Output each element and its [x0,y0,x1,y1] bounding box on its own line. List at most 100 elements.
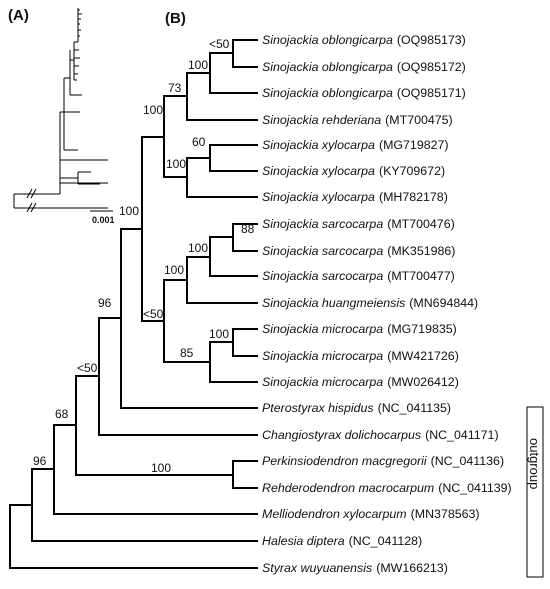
taxon-label: Sinojackia xylocarpa (MH782178) [262,190,448,204]
outgroup-box [526,406,544,578]
accession: (MT700477) [387,269,455,283]
support-values: <50 100 73 100 60 100 100 88 100 100 <50… [33,37,255,475]
accession: (NC_041128) [349,534,422,548]
taxon-name: Pterostyrax hispidus [262,401,374,415]
accession: (MT700476) [387,217,455,231]
taxon-label: Sinojackia oblongicarpa (OQ985172) [262,60,466,74]
support-value: 100 [143,103,163,117]
taxon-name: Sinojackia microcarpa [262,322,383,336]
support-value: 85 [180,346,194,360]
taxon-name: Sinojackia huangmeiensis [262,296,405,310]
accession: (MH782178) [379,190,448,204]
taxon-label: Pterostyrax hispidus (NC_041135) [262,401,451,415]
support-value: 68 [55,407,69,421]
taxon-label: Styrax wuyuanensis(MW166213) [262,561,448,575]
node-rehderiana [186,72,258,121]
accession: (MT700475) [385,113,453,127]
accession: (MG719827) [379,138,449,152]
taxon-name: Halesia diptera [262,534,345,548]
break-mark [26,202,33,213]
support-value: <50 [143,307,164,321]
accession: (NC_041139) [438,481,511,495]
taxon-label: Rehderodendron macrocarpum (NC_041139) [262,481,512,495]
node-xylocarpa [186,157,258,198]
taxon-name: Styrax wuyuanensis [262,561,372,575]
taxon-label: Changiostyrax dolichocarpus (NC_041171) [262,428,499,442]
accession: (MW421726) [387,349,459,363]
taxon-label: Sinojackia oblongicarpa (OQ985171) [262,86,466,100]
taxon-name: Melliodendron xylocarpum [262,507,407,521]
break-mark [30,202,37,213]
support-value: 100 [188,241,208,255]
support-value: 88 [241,222,255,236]
scale-bar-label: 0.001 [92,215,115,225]
support-value: <50 [77,361,98,375]
panel-a-phylogram: 0.001 [13,8,115,225]
accession: (NC_041135) [378,401,451,415]
support-value: 100 [166,157,186,171]
taxon-label: Sinojackia rehderiana (MT700475) [262,113,453,127]
taxon-name: Sinojackia oblongicarpa [262,86,393,100]
accession: (KY709672) [379,164,445,178]
taxon-labels: Sinojackia oblongicarpa (OQ985173) Sinoja… [262,33,512,575]
accession: (OQ985172) [397,60,466,74]
panel-b-label: (B) [165,10,186,27]
taxon-name: Changiostyrax dolichocarpus [262,428,421,442]
outgroup-label: outgroup [527,438,542,489]
taxon-label: Sinojackia microcarpa (MW026412) [262,375,459,389]
taxon-name: Perkinsiodendron macgregorii [262,454,428,468]
node-root [9,504,258,569]
accession: (NC_041136) [431,454,504,468]
node-halesia [31,468,258,542]
taxon-label: Sinojackia huangmeiensis (MN694844) [262,296,478,310]
accession: (MW026412) [387,375,459,389]
break-mark [26,188,33,199]
taxon-label: Sinojackia oblongicarpa (OQ985173) [262,33,466,47]
taxon-name: Sinojackia rehderiana [262,113,381,127]
taxon-label: Sinojackia sarcocarpa (MT700476) [262,217,455,231]
accession: (MN378563) [411,507,480,521]
outgroup-bracket: outgroup [526,406,544,578]
a-branch-break-marks [26,188,37,213]
panel-b-cladogram [9,39,258,569]
taxon-label: Perkinsiodendron macgregorii(NC_041136) [262,454,504,468]
accession: (OQ985173) [397,33,466,47]
support-value: 100 [151,461,171,475]
taxon-label: Sinojackia sarcocarpa(MK351986) [262,244,455,258]
support-value: 100 [164,263,184,277]
node-oblongicarpa-pair [232,39,258,68]
taxon-name: Sinojackia xylocarpa [262,190,375,204]
support-value: 96 [33,454,47,468]
taxon-label: Sinojackia xylocarpa (MG719827) [262,138,449,152]
taxon-name: Sinojackia oblongicarpa [262,60,393,74]
taxon-name: Rehderodendron macrocarpum [262,481,434,495]
support-value: 96 [98,296,112,310]
taxon-name: Sinojackia sarcocarpa [262,269,383,283]
taxon-name: Sinojackia sarcocarpa [262,217,383,231]
taxon-name: Sinojackia xylocarpa [262,138,375,152]
panel-a-label: (A) [8,7,29,24]
taxon-label: Sinojackia xylocarpa(KY709672) [262,164,445,178]
taxon-name: Sinojackia sarcocarpa [262,244,383,258]
taxon-label: Sinojackia sarcocarpa (MT700477) [262,269,455,283]
node-sinojackia [141,136,165,322]
node-perk-rehd [232,460,258,489]
accession: (MN694844) [409,296,478,310]
support-value: 100 [188,58,208,72]
support-value: <50 [209,37,230,51]
taxon-name: Sinojackia microcarpa [262,349,383,363]
support-value: 73 [168,81,182,95]
taxon-label: Sinojackia microcarpa(MG719835) [262,322,457,336]
node-huangmeiensis [186,256,258,304]
accession: (NC_041171) [425,428,498,442]
support-value: 100 [119,204,139,218]
support-value: 60 [192,135,206,149]
accession: (OQ985171) [397,86,466,100]
node-xylocarpa-pair [209,144,258,172]
taxon-name: Sinojackia microcarpa [262,375,383,389]
taxon-label: Sinojackia microcarpa (MW421726) [262,349,459,363]
taxon-label: Melliodendron xylocarpum (MN378563) [262,507,480,521]
taxon-name: Sinojackia oblongicarpa [262,33,393,47]
